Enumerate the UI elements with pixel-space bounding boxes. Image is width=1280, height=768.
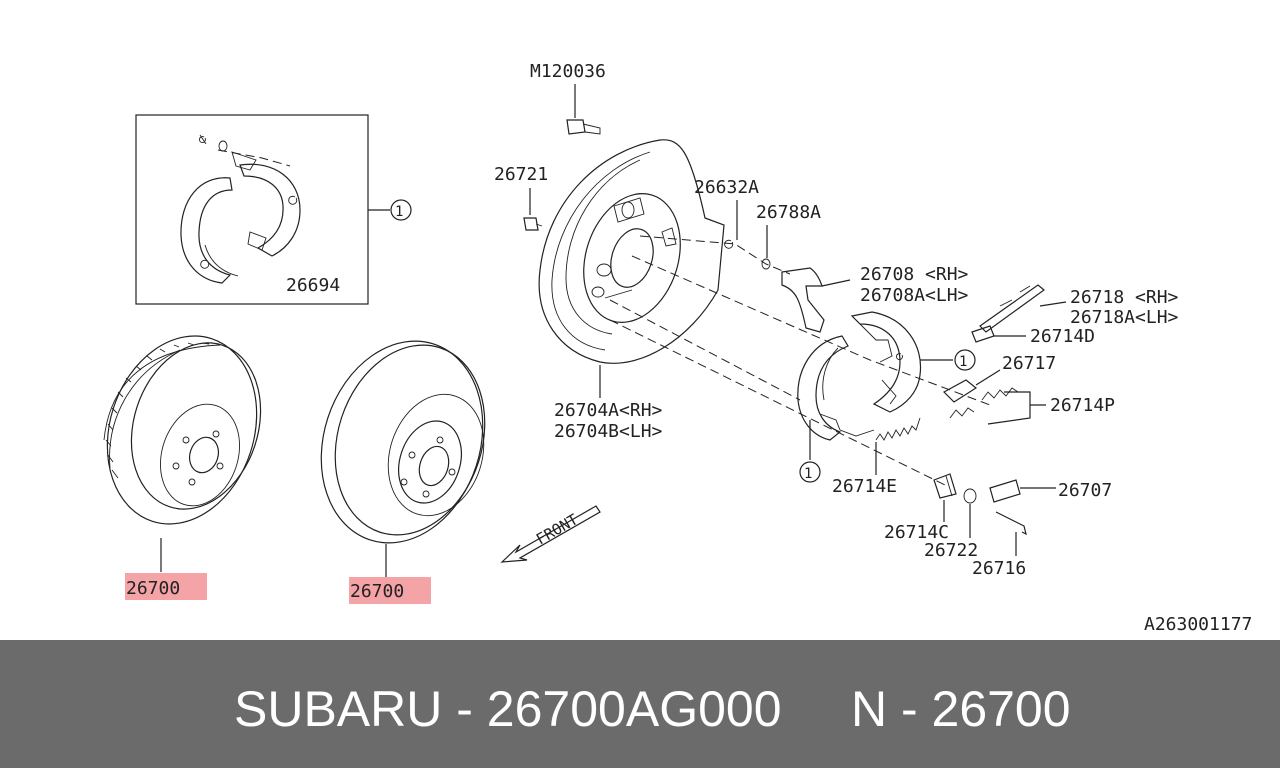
- part-26632a-label: 26632A: [694, 177, 759, 198]
- bolt-m120036: M120036: [530, 61, 606, 135]
- part-26700-left-label: 26700: [126, 578, 180, 599]
- bleeder-26721: 26721: [494, 164, 548, 231]
- part-26714p-label: 26714P: [1050, 395, 1115, 416]
- brake-shoe-assembly: 1 1: [797, 311, 976, 483]
- diagram-id-label: A263001177: [1144, 614, 1252, 635]
- part-26721-label: 26721: [494, 164, 548, 185]
- part-26716-label: 26716: [972, 558, 1026, 579]
- ref-1-lower-label: 1: [804, 466, 812, 482]
- footer-bar: SUBARU - 26700AG000 N - 26700: [0, 640, 1280, 768]
- part-26707-label: 26707: [1058, 480, 1112, 501]
- adjuster-assembly: 26714C 26722 26707 26716: [884, 473, 1112, 579]
- part-26694-label: 26694: [286, 275, 340, 296]
- part-26700-left-highlight: [125, 573, 207, 600]
- part-26717-label: 26717: [1002, 353, 1056, 374]
- shoe-kit-box: 26694: [135, 114, 369, 305]
- part-26708-rh-label: 26708 <RH>: [860, 264, 969, 285]
- footer-part-info: SUBARU - 26700AG000 N - 26700: [234, 681, 1071, 737]
- lever-26708: 26708 <RH> 26708A<LH>: [781, 264, 969, 333]
- part-26704b-lh-label: 26704B<LH>: [554, 421, 663, 442]
- brake-disc-front: [103, 335, 262, 572]
- part-26704a-rh-label: 26704A<RH>: [554, 400, 663, 421]
- part-26714c-label: 26714C: [884, 522, 949, 543]
- part-m120036-label: M120036: [530, 61, 606, 82]
- part-26718-rh-label: 26718 <RH>: [1070, 287, 1179, 308]
- ref-1-shoe-label: 1: [959, 354, 967, 370]
- strut-26718: 26718 <RH> 26718A<LH>: [979, 284, 1179, 333]
- spring-26714d: 26714D: [971, 325, 1095, 347]
- part-26700-right-highlight: [349, 577, 431, 604]
- ref-1-box-label: 1: [395, 204, 403, 220]
- part-26700-right-label: 26700: [350, 581, 404, 602]
- front-label: FRONT: [533, 510, 581, 548]
- part-26708a-lh-label: 26708A<LH>: [860, 285, 969, 306]
- part-26714d-label: 26714D: [1030, 326, 1095, 347]
- part-26788a-label: 26788A: [756, 202, 821, 223]
- front-direction-arrow: FRONT: [500, 505, 601, 563]
- part-26718a-lh-label: 26718A<LH>: [1070, 307, 1179, 328]
- part-26722-label: 26722: [924, 540, 978, 561]
- part-26714e-label: 26714E: [832, 476, 897, 497]
- backing-plate: 26704A<RH> 26704B<LH>: [538, 139, 725, 442]
- spring-26714e: 26714E: [832, 417, 921, 497]
- springs-26714p: 26714P: [949, 387, 1115, 425]
- plate-26717: 26717: [943, 353, 1056, 403]
- parts-diagram: 26694 1 26700 26700 FRO: [103, 61, 1252, 635]
- brake-disc-rear: [320, 340, 486, 577]
